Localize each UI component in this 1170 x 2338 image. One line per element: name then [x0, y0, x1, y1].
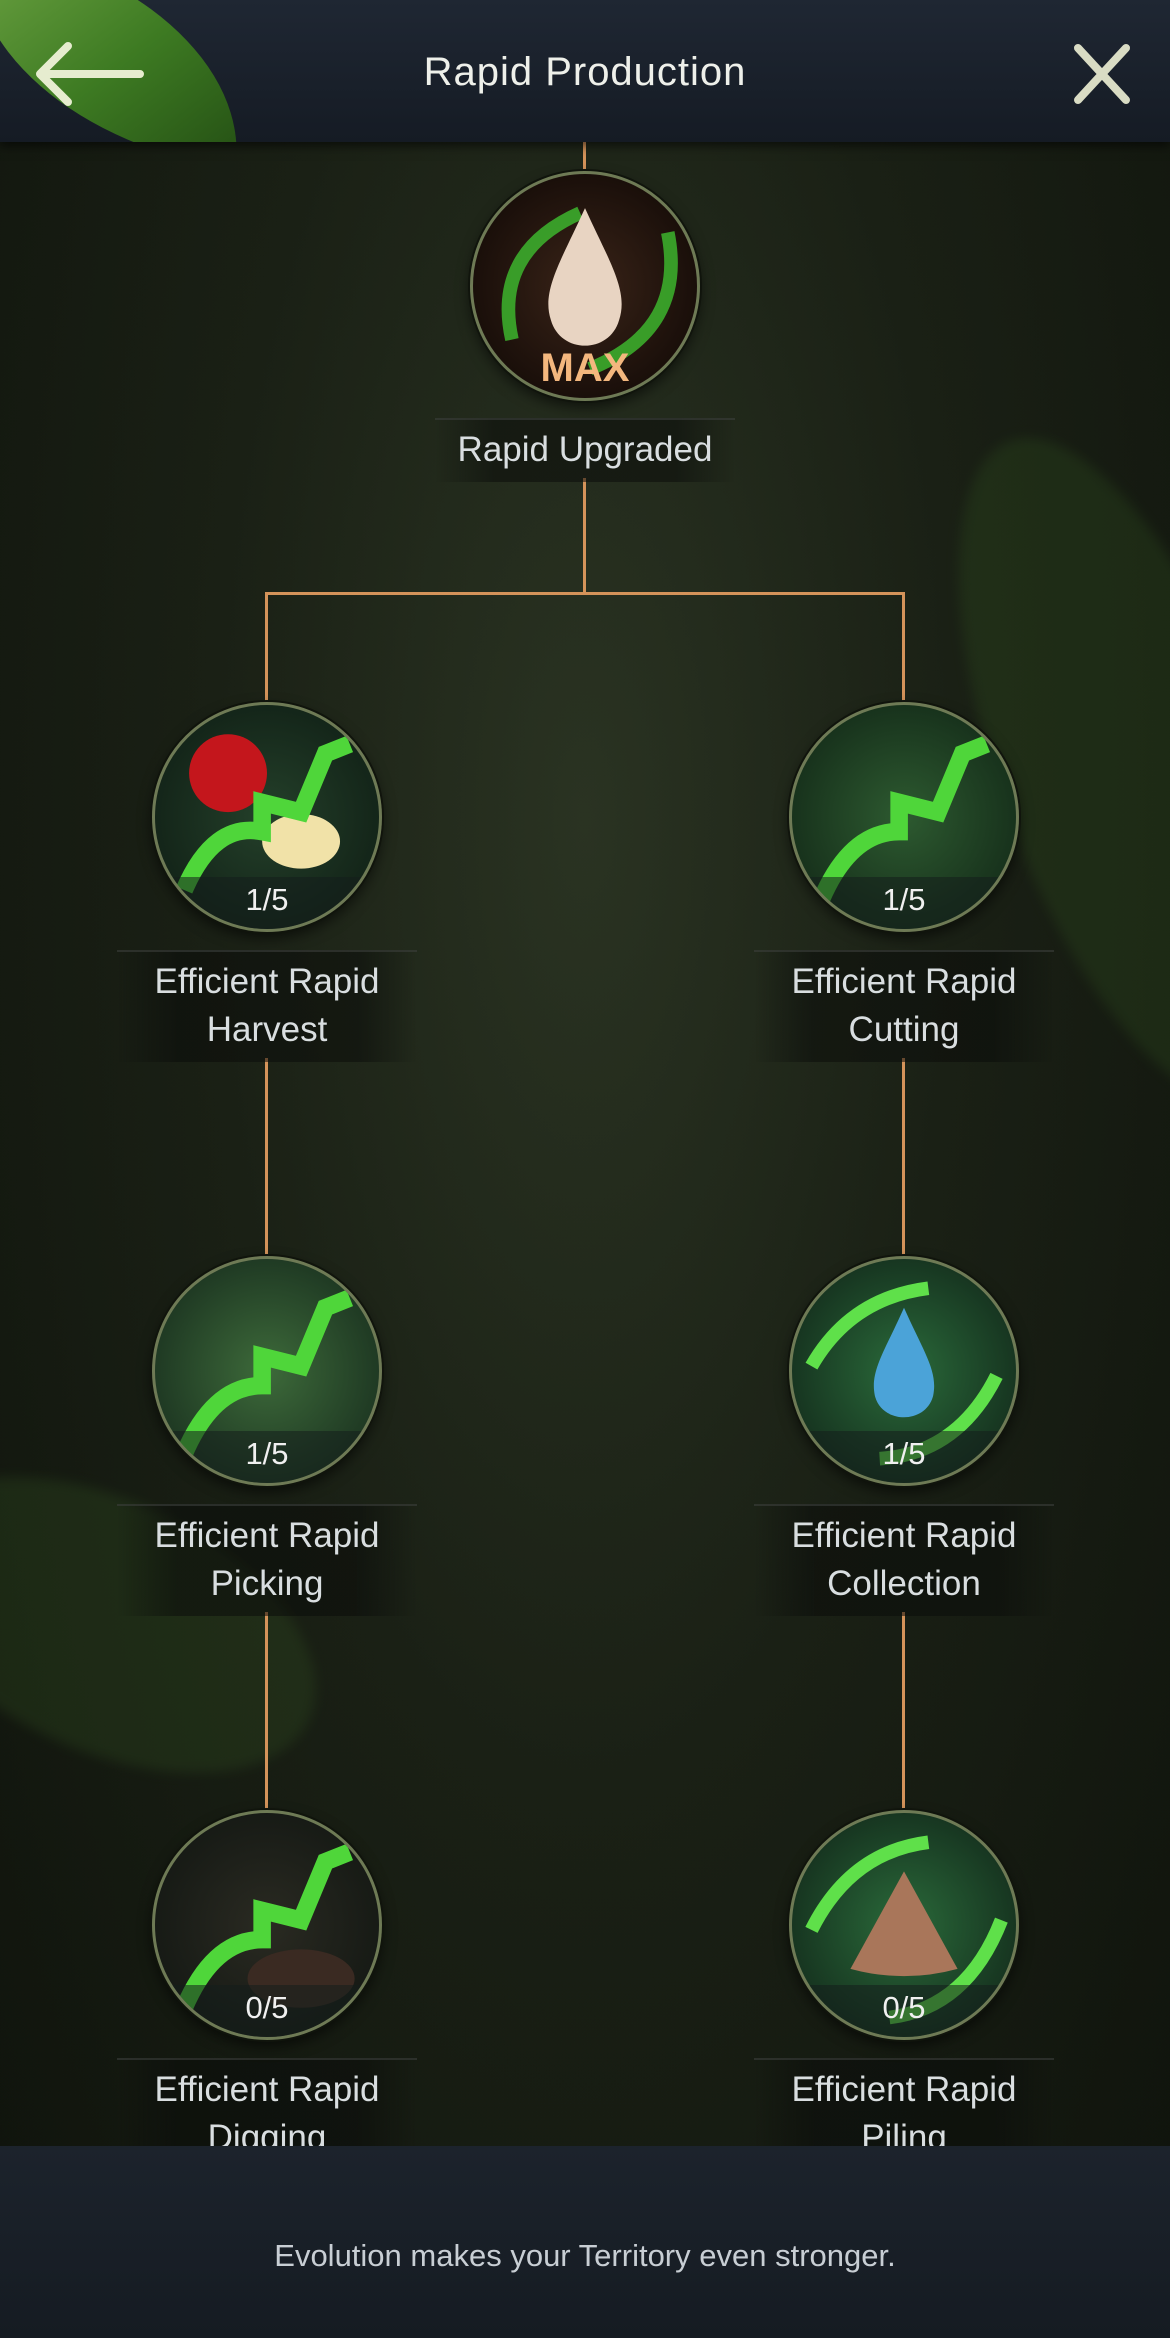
milk-drop-icon: [501, 206, 678, 376]
label-line: Picking: [210, 1564, 324, 1603]
level-indicator: MAX: [540, 346, 630, 390]
connector-line: [902, 592, 905, 702]
footer-text: Evolution makes your Territory even stro…: [274, 2238, 896, 2273]
arrow-left-icon: [36, 42, 144, 106]
connector-line: [902, 1612, 905, 1810]
connector-line: [265, 592, 905, 595]
connector-line: [265, 1612, 268, 1810]
label-line: Cutting: [848, 1010, 960, 1049]
header-bar: Rapid Production: [0, 0, 1170, 142]
back-button[interactable]: [30, 38, 150, 108]
skill-label: Rapid Upgraded: [435, 418, 735, 482]
level-indicator: 1/5: [155, 877, 379, 929]
label-line: Efficient Rapid: [791, 2070, 1017, 2109]
connector-line: [583, 142, 586, 172]
skill-node-harvest[interactable]: 1/5: [152, 702, 382, 932]
label-line: Efficient Rapid: [791, 962, 1017, 1001]
label-line: Collection: [827, 1564, 981, 1603]
footer-panel: Evolution makes your Territory even stro…: [0, 2146, 1170, 2338]
skill-node-cutting[interactable]: 1/5: [789, 702, 1019, 932]
skill-node-collection[interactable]: 1/5: [789, 1256, 1019, 1486]
close-button[interactable]: [1070, 42, 1134, 106]
skill-node-picking[interactable]: 1/5: [152, 1256, 382, 1486]
label-line: Efficient Rapid: [791, 1516, 1017, 1555]
skill-node-piling[interactable]: 0/5: [789, 1810, 1019, 2040]
level-indicator: 1/5: [155, 1431, 379, 1483]
connector-line: [902, 1058, 905, 1256]
level-indicator: 1/5: [792, 1431, 1016, 1483]
connector-line: [265, 1058, 268, 1256]
close-icon: [1074, 44, 1130, 104]
skill-node-digging[interactable]: 0/5: [152, 1810, 382, 2040]
level-indicator: 1/5: [792, 877, 1016, 929]
level-indicator: 0/5: [155, 1985, 379, 2037]
label-line: Efficient Rapid: [154, 962, 380, 1001]
label-line: Harvest: [206, 1010, 328, 1049]
apple-banana-arrow-icon: [176, 734, 354, 894]
page-title: Rapid Production: [423, 50, 747, 94]
label-line: Efficient Rapid: [154, 1516, 380, 1555]
level-indicator: 0/5: [792, 1985, 1016, 2037]
skill-node-rapid-upgraded[interactable]: MAX: [470, 171, 700, 401]
connector-line: [265, 592, 268, 702]
label-line: Efficient Rapid: [154, 2070, 380, 2109]
connector-line: [583, 478, 586, 594]
